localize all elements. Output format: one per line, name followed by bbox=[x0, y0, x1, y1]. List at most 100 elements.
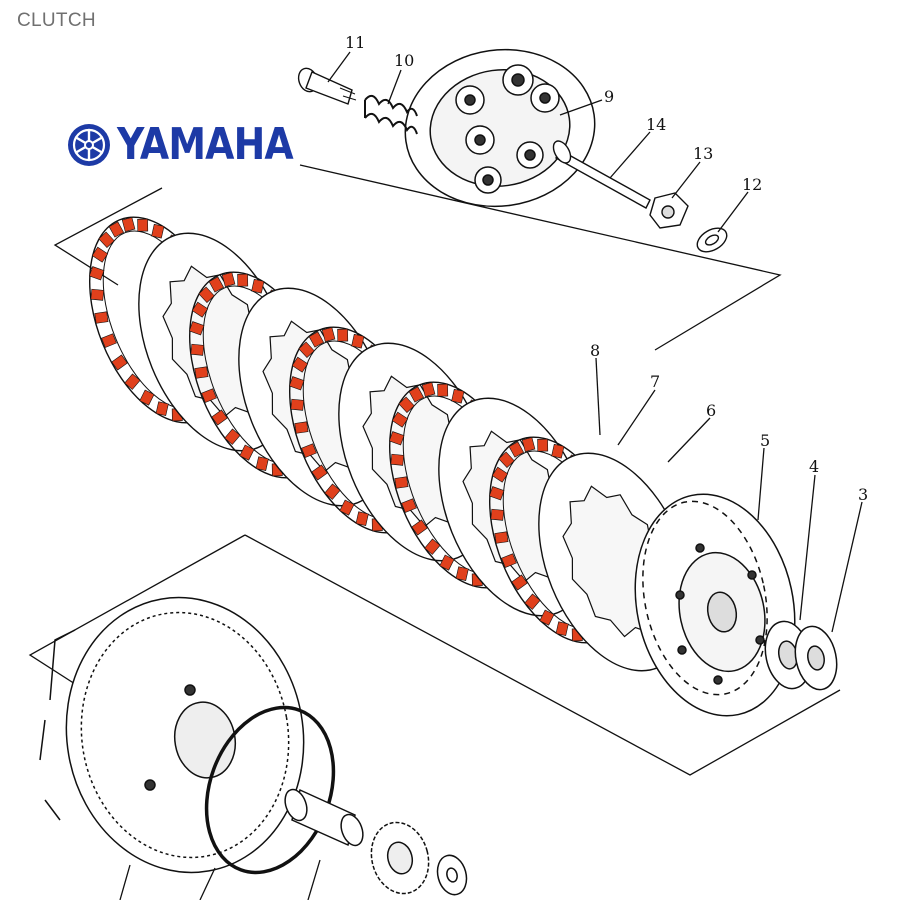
callout-7: 7 bbox=[650, 372, 660, 391]
callout-6: 6 bbox=[706, 401, 716, 420]
yamaha-tuning-fork-icon bbox=[68, 124, 110, 166]
friction-pad bbox=[555, 621, 569, 636]
friction-pad bbox=[221, 272, 236, 287]
friction-pad bbox=[194, 366, 209, 379]
yamaha-logo: YAMAHA bbox=[66, 122, 321, 168]
friction-pad bbox=[311, 464, 328, 481]
friction-pad bbox=[388, 431, 405, 446]
friction-pad bbox=[255, 456, 269, 471]
page-caption: CLUTCH bbox=[17, 10, 96, 31]
pressure-plate bbox=[404, 48, 596, 208]
friction-pad bbox=[398, 396, 415, 414]
callout-12: 12 bbox=[742, 175, 762, 194]
callout-14: 14 bbox=[646, 115, 666, 134]
washer bbox=[696, 227, 728, 253]
friction-pad bbox=[111, 354, 128, 371]
friction-pad bbox=[411, 519, 428, 536]
friction-pad bbox=[94, 311, 109, 324]
lock-washer bbox=[794, 625, 838, 691]
friction-pad bbox=[351, 333, 365, 349]
friction-pad bbox=[491, 466, 509, 483]
friction-pad bbox=[108, 221, 125, 238]
friction-pad bbox=[191, 301, 209, 318]
spring-bolt bbox=[297, 67, 357, 105]
callout-leaders bbox=[119, 51, 863, 900]
friction-pad bbox=[239, 444, 255, 461]
friction-pad bbox=[301, 443, 317, 458]
friction-pad bbox=[90, 288, 105, 301]
callout-11: 11 bbox=[345, 33, 365, 52]
friction-pad bbox=[288, 376, 305, 391]
friction-pad bbox=[524, 593, 541, 610]
friction-pad bbox=[439, 554, 455, 571]
friction-pad bbox=[437, 383, 449, 397]
push-rod bbox=[552, 140, 651, 209]
yamaha-wordmark: YAMAHA bbox=[117, 119, 294, 170]
friction-pad bbox=[390, 453, 405, 466]
friction-pad bbox=[190, 343, 205, 356]
friction-pad bbox=[401, 498, 417, 513]
friction-pad bbox=[208, 276, 225, 293]
friction-pad bbox=[188, 321, 205, 336]
friction-pad bbox=[251, 278, 265, 294]
callout-8: 8 bbox=[590, 341, 600, 360]
nut bbox=[649, 192, 689, 229]
friction-pad bbox=[508, 441, 525, 458]
friction-pad bbox=[337, 328, 349, 342]
friction-pad bbox=[501, 553, 517, 568]
callout-4: 4 bbox=[809, 457, 819, 476]
friction-pad bbox=[339, 499, 355, 516]
callout-10: 10 bbox=[394, 51, 414, 70]
small-gear bbox=[370, 821, 430, 895]
callout-13: 13 bbox=[693, 144, 713, 163]
friction-pad bbox=[324, 483, 341, 500]
friction-pad bbox=[137, 218, 149, 232]
clutch-boss bbox=[634, 493, 796, 717]
friction-pad bbox=[521, 437, 536, 452]
friction-pad bbox=[88, 266, 105, 281]
friction-pad bbox=[224, 428, 241, 445]
friction-pad bbox=[91, 246, 109, 263]
friction-pad bbox=[291, 356, 309, 373]
friction-pad bbox=[490, 508, 505, 521]
friction-pad bbox=[455, 566, 469, 581]
friction-pad bbox=[139, 389, 155, 406]
friction-pad bbox=[298, 341, 315, 359]
callout-3: 3 bbox=[858, 485, 868, 504]
friction-pad bbox=[451, 388, 465, 404]
friction-pad bbox=[494, 531, 509, 544]
friction-pad bbox=[290, 398, 305, 411]
friction-pad bbox=[308, 331, 325, 348]
friction-pad bbox=[408, 386, 425, 403]
friction-pad bbox=[201, 388, 217, 403]
callout-9: 9 bbox=[604, 87, 614, 106]
clutch-spring bbox=[364, 94, 418, 135]
friction-pad bbox=[394, 476, 409, 489]
friction-pad bbox=[98, 231, 115, 249]
friction-pad bbox=[488, 486, 505, 501]
spacer-sleeve bbox=[284, 788, 364, 847]
friction-pad bbox=[511, 574, 528, 591]
small-washer bbox=[436, 854, 468, 896]
friction-pad bbox=[421, 382, 436, 397]
friction-pad bbox=[537, 438, 549, 452]
friction-pad bbox=[391, 411, 409, 428]
friction-pad bbox=[211, 409, 228, 426]
friction-pad bbox=[101, 333, 117, 348]
friction-pad bbox=[198, 286, 215, 304]
friction-pad bbox=[539, 609, 555, 626]
clutch-housing-gear bbox=[39, 596, 305, 874]
friction-pad bbox=[237, 273, 249, 287]
friction-pad bbox=[551, 443, 565, 459]
friction-pad bbox=[355, 511, 369, 526]
friction-pad bbox=[124, 373, 141, 390]
clutch-plate-stack bbox=[88, 216, 692, 672]
friction-pad bbox=[424, 538, 441, 555]
friction-pad bbox=[294, 421, 309, 434]
friction-pad bbox=[155, 401, 169, 416]
friction-pad bbox=[121, 217, 136, 232]
friction-pad bbox=[321, 327, 336, 342]
callout-labels: 11 10 9 14 13 12 8 7 6 5 4 3 bbox=[345, 33, 868, 504]
callout-5: 5 bbox=[760, 431, 770, 450]
